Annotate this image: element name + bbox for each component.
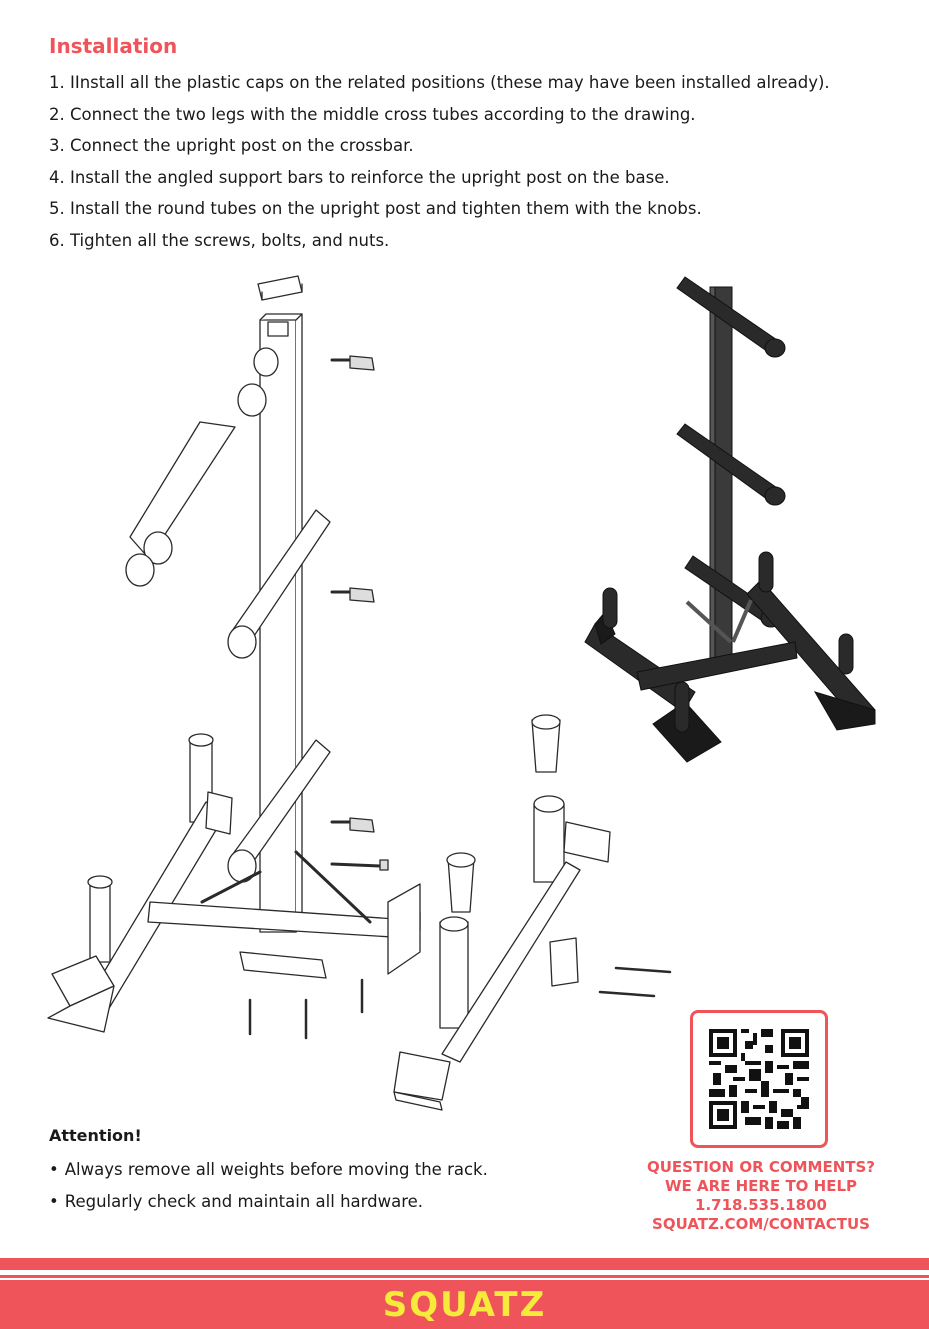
contact-url[interactable]: SQUATZ.COM/CONTACTUS [652, 1215, 870, 1233]
attention-note-1: Always remove all weights before moving … [49, 1154, 488, 1186]
installation-steps: 1. IInstall all the plastic caps on the … [49, 67, 830, 257]
attention-heading: Attention! [49, 1126, 142, 1145]
qr-code-box[interactable] [690, 1010, 828, 1148]
brand-logo: SQUATZ [382, 1284, 547, 1325]
step-4: 4. Install the angled support bars to re… [49, 167, 670, 187]
step-1: 1. IInstall all the plastic caps on the … [49, 73, 830, 92]
contact-phone[interactable]: 1.718.535.1800 [695, 1196, 827, 1214]
contact-info: QUESTION OR COMMENTS? WE ARE HERE TO HEL… [630, 1158, 892, 1234]
installation-heading: Installation [49, 34, 178, 58]
footer-stripe-top [0, 1258, 929, 1270]
qr-code-icon [709, 1029, 809, 1129]
contact-help: WE ARE HERE TO HELP [664, 1177, 858, 1195]
step-3: 3. Connect the upright post on the cross… [49, 136, 414, 156]
attention-notes: Always remove all weights before moving … [49, 1154, 488, 1218]
step-5: 5. Install the round tubes on the uprigh… [49, 199, 702, 219]
footer-gap [0, 1270, 929, 1275]
contact-question: QUESTION OR COMMENTS? [647, 1158, 875, 1176]
assembled-rack-photo [584, 276, 876, 763]
step-6: 6. Tighten all the screws, bolts, and nu… [49, 230, 390, 250]
exploded-assembly-drawing [47, 275, 672, 1111]
step-2: 2. Connect the two legs with the middle … [49, 104, 696, 124]
footer-band: SQUATZ [0, 1280, 929, 1329]
footer-stripe-thin [0, 1275, 929, 1278]
attention-note-2: Regularly check and maintain all hardwar… [49, 1186, 488, 1218]
